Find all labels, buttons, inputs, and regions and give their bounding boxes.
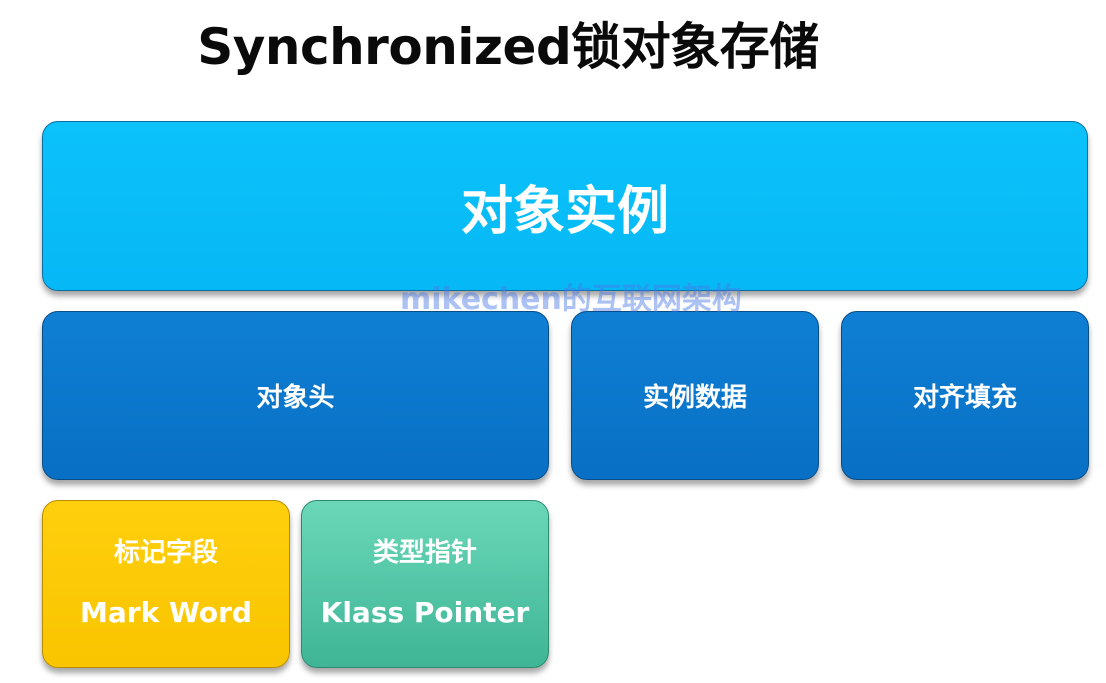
alignment-padding-label: 对齐填充 [912, 383, 1017, 413]
klass-pointer-en-label: Klass Pointer [320, 595, 530, 629]
alignment-padding-box: 对齐填充 [841, 311, 1089, 480]
object-instance-box: 对象实例 [42, 121, 1088, 291]
mark-word-box: 标记字段 Mark Word [42, 500, 290, 668]
mark-word-cn-label: 标记字段 [113, 537, 218, 568]
object-header-label: 对象头 [256, 383, 335, 413]
page-title: Synchronized锁对象存储 [197, 18, 819, 76]
klass-pointer-box: 类型指针 Klass Pointer [301, 500, 549, 668]
klass-pointer-cn-label: 类型指针 [372, 537, 477, 568]
mark-word-en-label: Mark Word [80, 595, 252, 629]
object-header-box: 对象头 [42, 311, 549, 480]
instance-data-label: 实例数据 [642, 383, 747, 413]
object-instance-label: 对象实例 [460, 181, 669, 242]
instance-data-box: 实例数据 [571, 311, 819, 480]
